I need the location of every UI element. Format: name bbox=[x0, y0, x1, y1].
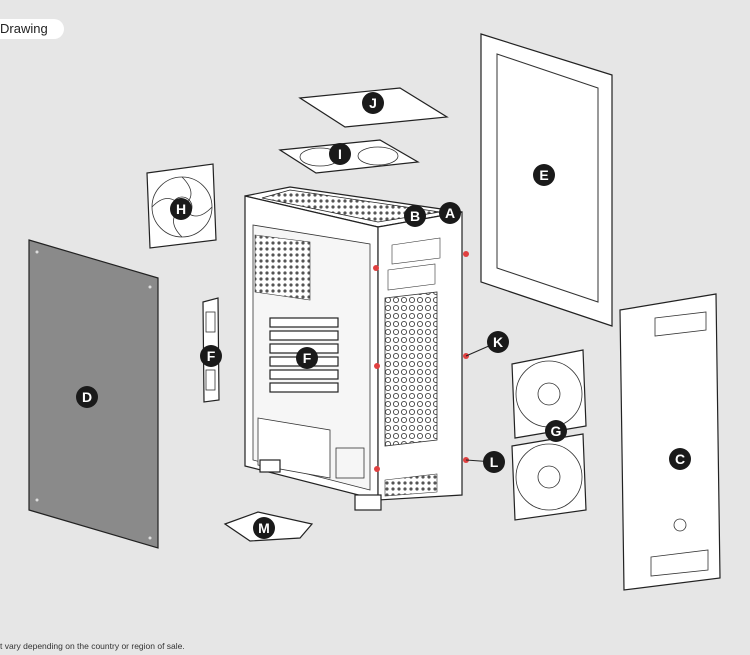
callout-d: D bbox=[76, 386, 98, 408]
main-chassis bbox=[244, 186, 469, 511]
svg-text:F: F bbox=[207, 348, 216, 364]
callout-m: M bbox=[253, 517, 275, 539]
callout-e: E bbox=[533, 164, 555, 186]
svg-text:H: H bbox=[176, 201, 186, 217]
callout-g: G bbox=[545, 420, 567, 442]
svg-text:A: A bbox=[445, 205, 455, 221]
svg-text:D: D bbox=[82, 389, 92, 405]
front-fan-lower bbox=[511, 433, 587, 521]
svg-text:I: I bbox=[338, 146, 342, 162]
svg-text:E: E bbox=[539, 167, 548, 183]
callout-l: L bbox=[483, 451, 505, 473]
front-panel bbox=[619, 293, 721, 591]
svg-text:L: L bbox=[490, 454, 499, 470]
svg-text:G: G bbox=[551, 423, 562, 439]
svg-text:F: F bbox=[303, 350, 312, 366]
svg-text:M: M bbox=[258, 520, 270, 536]
section-title: Drawing bbox=[0, 19, 64, 39]
callout-k: K bbox=[487, 331, 509, 353]
footnote-text: t vary depending on the country or regio… bbox=[0, 641, 185, 651]
callout-f-bracket: F bbox=[200, 345, 222, 367]
callout-c: C bbox=[669, 448, 691, 470]
callout-b: B bbox=[404, 205, 426, 227]
svg-text:J: J bbox=[369, 95, 377, 111]
callout-h: H bbox=[170, 198, 192, 220]
callout-a: A bbox=[439, 202, 461, 224]
svg-text:K: K bbox=[493, 334, 503, 350]
callout-f-chassis: F bbox=[296, 347, 318, 369]
callout-i: I bbox=[329, 143, 351, 165]
callout-j: J bbox=[362, 92, 384, 114]
svg-text:B: B bbox=[410, 208, 420, 224]
svg-text:C: C bbox=[675, 451, 685, 467]
